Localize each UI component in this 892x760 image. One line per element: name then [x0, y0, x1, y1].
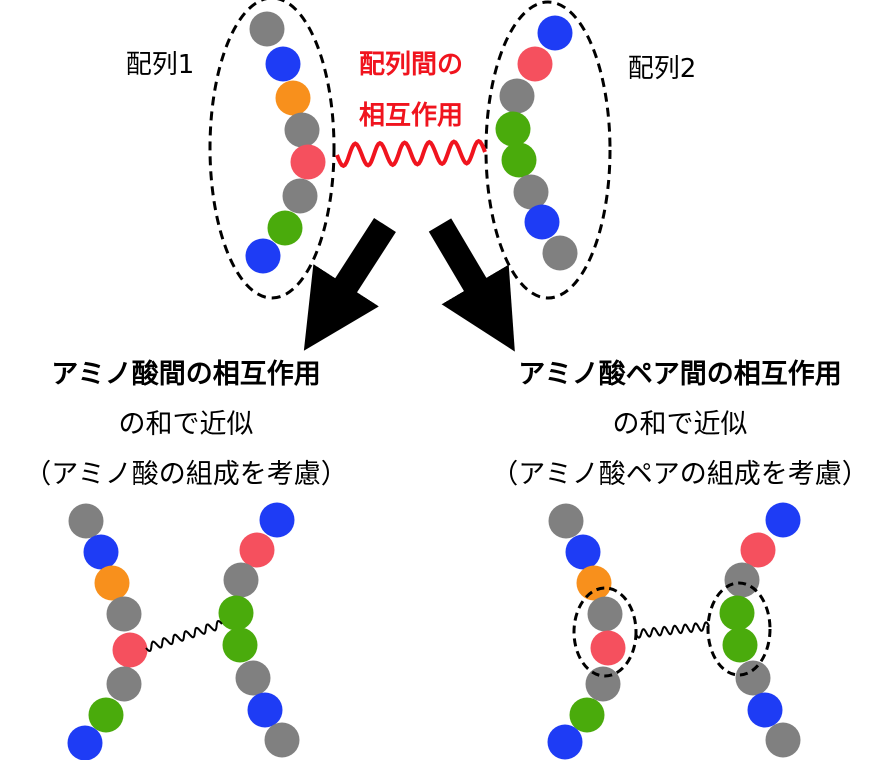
residue-blue: [83, 534, 119, 570]
sequence1-boundary: [208, 0, 336, 300]
right-method-chain2: [719, 502, 801, 758]
residue-red: [290, 144, 326, 180]
sequence1-chain: [245, 11, 326, 274]
residue-gray: [548, 503, 584, 539]
residue-blue: [765, 502, 801, 538]
arrow-right: [428, 218, 515, 352]
residue-gray: [223, 562, 259, 598]
sequence2-label: 配列2: [627, 54, 697, 84]
residue-gray: [724, 562, 760, 598]
residue-red: [517, 46, 553, 82]
residue-gray: [585, 666, 621, 702]
arrow-left: [303, 217, 396, 351]
residue-green: [218, 595, 254, 631]
residue-orange: [576, 565, 612, 601]
residue-green: [222, 627, 258, 663]
sequence1-label: 配列1: [125, 50, 195, 80]
right-method-title: アミノ酸ペア間の相互作用: [518, 359, 842, 390]
left-method-line2: の和で近似: [118, 409, 254, 440]
residue-gray: [106, 596, 142, 632]
residue-gray: [542, 235, 578, 271]
interaction-wave-red: [335, 138, 487, 169]
residue-gray: [264, 722, 300, 758]
interaction-wave-amino-acid-pair: [635, 621, 710, 639]
left-method-chain2: [218, 502, 300, 758]
right-method-line3: （アミノ酸ペアの組成を考慮）: [491, 459, 869, 490]
residue-gray: [765, 722, 801, 758]
residue-blue: [565, 534, 601, 570]
residue-gray: [106, 666, 142, 702]
right-method-line2: の和で近似: [612, 409, 748, 440]
residue-gray: [735, 660, 771, 696]
residue-gray: [282, 178, 318, 214]
residue-orange: [275, 80, 311, 116]
residue-green: [722, 627, 758, 663]
sequence2-chain: [495, 15, 578, 271]
residue-green: [495, 111, 531, 147]
interaction-label-line2: 相互作用: [358, 101, 464, 131]
residue-red: [239, 532, 275, 568]
left-method-title: アミノ酸間の相互作用: [51, 359, 321, 390]
residue-orange: [94, 565, 130, 601]
interaction-label-line1: 配列間の: [358, 50, 464, 80]
right-method-chain1: [547, 503, 626, 760]
residue-red: [740, 532, 776, 568]
residue-blue: [537, 15, 573, 51]
residue-gray: [587, 596, 623, 632]
interaction-wave-amino-acid: [145, 619, 223, 653]
residue-blue: [259, 502, 295, 538]
residue-gray: [284, 112, 320, 148]
pair1-boundary: [572, 586, 638, 678]
left-method-line3: （アミノ酸の組成を考慮）: [24, 459, 348, 490]
residue-blue: [67, 725, 103, 760]
sequence2-boundary: [484, 0, 612, 300]
residue-red: [590, 630, 626, 666]
residue-blue: [524, 204, 560, 240]
residue-gray: [499, 78, 535, 114]
pair2-boundary: [706, 581, 772, 677]
residue-blue: [547, 724, 583, 760]
residue-gray: [513, 174, 549, 210]
residue-green: [719, 595, 755, 631]
residue-red: [112, 632, 148, 668]
residue-gray: [68, 503, 104, 539]
residue-gray: [235, 660, 271, 696]
residue-blue: [247, 692, 283, 728]
residue-green: [569, 697, 605, 733]
residue-green: [88, 697, 124, 733]
residue-green: [267, 210, 303, 246]
residue-blue: [747, 692, 783, 728]
residue-gray: [249, 11, 285, 47]
left-method-chain1: [67, 503, 148, 760]
residue-blue: [245, 238, 281, 274]
residue-blue: [265, 46, 301, 82]
residue-green: [501, 142, 537, 178]
